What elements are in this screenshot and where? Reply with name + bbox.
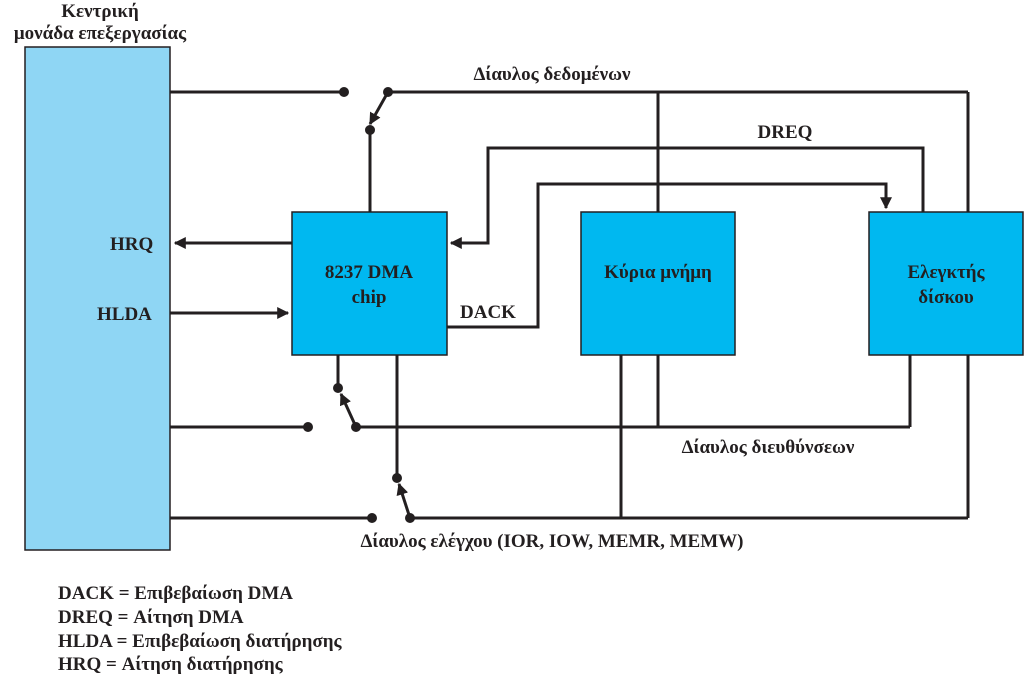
data-bus-label: Δίαυλος δεδομένων [474, 64, 631, 85]
disk-controller-label-line1: Ελεγκτής [907, 262, 985, 283]
dreq-line [449, 146, 925, 249]
address-bus-label: Δίαυλος διευθύνσεων [682, 437, 855, 458]
dreq-label: DREQ [758, 122, 813, 143]
address-bus-switch-contact-left [303, 422, 313, 432]
data-bus-switch-contact-left [339, 87, 349, 97]
legend: DACK = Επιβεβαίωση DMA DREQ = Αίτηση DMA… [58, 583, 343, 675]
dack-line [447, 182, 892, 329]
dma-chip-label-line1: 8237 DMA [325, 262, 413, 283]
cpu-box [24, 46, 171, 551]
cpu-title-line1: Κεντρική [61, 1, 139, 22]
control-bus [170, 355, 970, 523]
address-bus-switch-pivot [333, 383, 343, 393]
cpu-title-line2: μονάδα επεξεργασίας [14, 23, 187, 44]
main-memory-box [580, 211, 736, 356]
legend-item-dack: DACK = Επιβεβαίωση DMA [58, 583, 293, 604]
data-bus [170, 87, 970, 212]
legend-item-hrq: HRQ = Αίτηση διατήρησης [58, 654, 284, 675]
main-memory-label: Κύρια μνήμη [604, 262, 712, 283]
control-bus-switch-contact-left [367, 513, 377, 523]
control-bus-label: Δίαυλος ελέγχου (IOR, IOW, MEMR, MEMW) [361, 531, 744, 552]
legend-item-hlda: HLDA = Επιβεβαίωση διατήρησης [58, 631, 343, 652]
disk-controller-label-line2: δίσκου [918, 287, 974, 308]
hlda-label: HLDA [97, 304, 152, 325]
dma-chip-label-line2: chip [352, 287, 387, 308]
dreq-wire [449, 146, 925, 249]
dack-label: DACK [460, 302, 516, 323]
data-bus-switch-arm [368, 91, 390, 126]
control-bus-switch-arm [396, 482, 412, 519]
address-bus-switch-arm [339, 392, 358, 428]
address-bus [170, 355, 912, 432]
control-bus-switch-pivot [392, 473, 402, 483]
hrq-label: HRQ [110, 234, 153, 255]
legend-item-dreq: DREQ = Αίτηση DMA [58, 607, 244, 628]
dack-wire [447, 182, 892, 329]
disk-controller-box [868, 211, 1024, 356]
dma-chip-box [291, 211, 448, 356]
